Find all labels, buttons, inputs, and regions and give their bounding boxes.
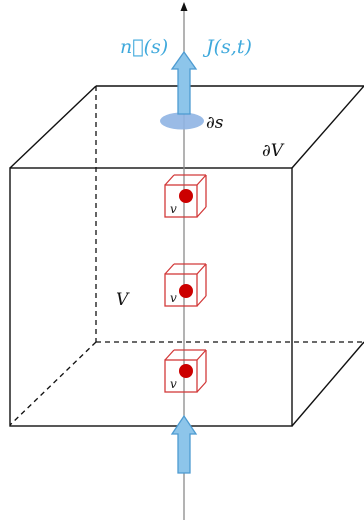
small-volume-2: v: [164, 263, 207, 307]
surface-element-patch: [160, 112, 204, 130]
outflux-arrow-icon: [170, 50, 198, 115]
particle-dot: [179, 284, 193, 298]
particle-dot: [179, 364, 193, 378]
influx-arrow-icon: [170, 414, 198, 474]
boundary-label: ∂V: [262, 141, 285, 161]
small-volume-1: v: [164, 174, 207, 218]
volume-label: V: [116, 290, 130, 310]
box-visible-edges: [9, 85, 364, 427]
box-hidden-edges: [9, 86, 362, 426]
axis-arrowhead-icon: [180, 2, 188, 11]
small-volume-label: v: [170, 202, 177, 216]
surface-element-label: ∂s: [206, 113, 224, 133]
flux-label: J(s,t): [202, 36, 252, 58]
small-volume-label: v: [170, 291, 177, 305]
small-volume-label: v: [170, 377, 177, 391]
small-volume-3: v: [164, 349, 207, 393]
particle-dot: [179, 189, 193, 203]
normal-vector-label: n⃗(s): [120, 36, 168, 58]
